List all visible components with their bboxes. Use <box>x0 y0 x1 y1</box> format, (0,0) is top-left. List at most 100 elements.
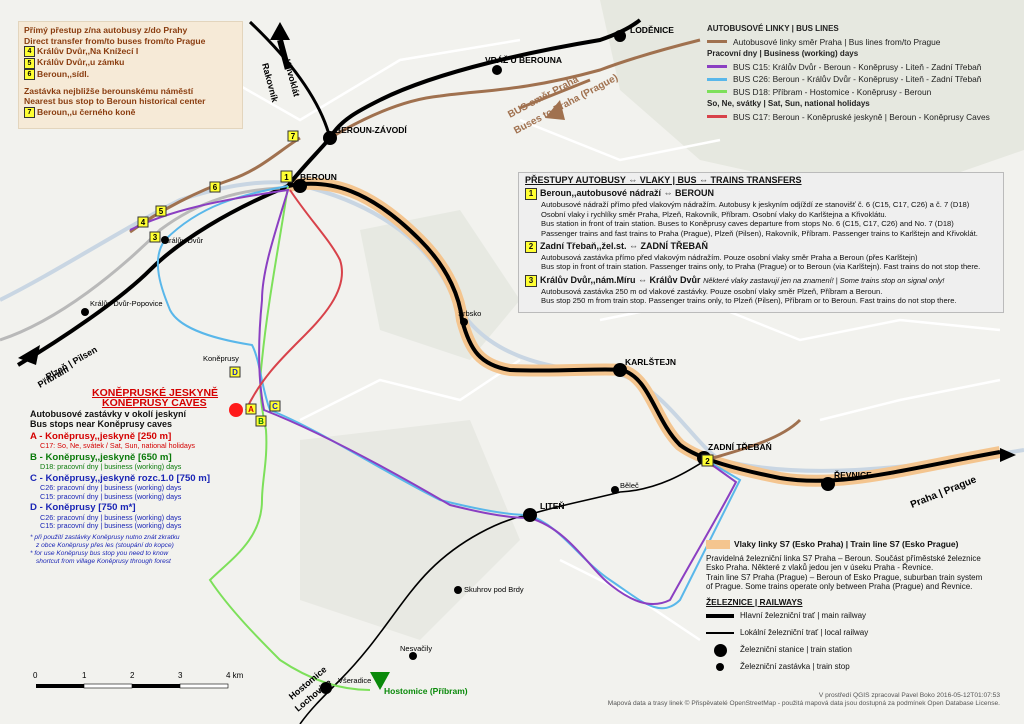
caves-stops-panel: KONĚPRUSKÉ JESKYNĚ KONĚPRUSY CAVES Autob… <box>30 388 260 566</box>
legend-train-station: Železniční stanice | train station <box>706 642 1006 659</box>
railway-legend: Vlaky linky S7 (Esko Praha) | Train line… <box>706 539 1006 676</box>
direction-arrows <box>18 22 1016 690</box>
label-beroun: BEROUN <box>300 172 337 182</box>
caves-stop-a-detail: C17: So, Ne, svátek / Sat, Sun, national… <box>40 441 196 451</box>
bus-prague-brown-zt <box>705 418 802 462</box>
transfer-1-text: Osobní vlaky i rychlíky směr Praha, Plze… <box>541 209 887 219</box>
legend-d18: BUS D18: Příbram - Hostomice - Koněprusy… <box>707 86 1007 99</box>
label-srbsko: Srbsko <box>458 309 481 318</box>
label-skuhrov: Skuhrov pod Brdy <box>464 585 524 594</box>
svg-text:D: D <box>232 368 238 377</box>
label-belec: Běleč <box>620 481 639 490</box>
transfer-1-text: Bus station in front of train station. B… <box>541 219 954 229</box>
svg-text:2: 2 <box>130 671 135 680</box>
bus-lines-legend: AUTOBUSOVÉ LINKY | BUS LINES Autobusové … <box>707 23 1007 123</box>
bus-c17-red <box>245 189 343 411</box>
station-beroun-zavodi <box>323 131 337 145</box>
credit-line: V prostředí QGIS zpracoval Pavel Boko 20… <box>818 692 1000 699</box>
marker-7: 7 <box>287 130 299 142</box>
station-liten <box>523 508 537 522</box>
transfer-1-text: Autobusové nádraží přímo před vlakovým n… <box>541 200 970 210</box>
stations <box>81 30 835 694</box>
svg-text:A: A <box>248 405 254 414</box>
label-kral-dvur: Králův Dvůr <box>164 236 204 245</box>
legend-bus-header: AUTOBUSOVÉ LINKY | BUS LINES <box>707 24 839 33</box>
caves-stop-b-detail: D18: pracovní dny | business (working) d… <box>40 462 182 472</box>
marker-5: 5 <box>155 205 167 217</box>
svg-text:4: 4 <box>141 218 146 227</box>
caves-sub2: Bus stops near Koněprusy caves <box>30 419 173 430</box>
marker-3: 3 <box>149 231 161 243</box>
stop-skuhrov <box>454 586 462 594</box>
legend-holiday-header: So, Ne, svátky | Sat, Sun, national holi… <box>707 99 870 108</box>
bus-c15-purple <box>129 188 738 605</box>
transfer-3-text: Bus stop 250 m from train stop. Passenge… <box>541 296 957 306</box>
tl-line4: Nearest bus stop to Beroun historical ce… <box>24 96 206 107</box>
transfers-title: PŘESTUPY AUTOBUSY ⇔ VLAKY | BUS ⇔ TRAINS… <box>525 175 802 185</box>
stop-belec <box>611 486 619 494</box>
label-liten: LITEŇ <box>540 500 565 511</box>
svg-text:7: 7 <box>291 132 296 141</box>
s7-legend: Vlaky linky S7 (Esko Praha) | Train line… <box>706 539 1006 550</box>
label-popovice: Králův Dvůr-Popovice <box>90 299 163 308</box>
svg-text:B: B <box>258 417 264 426</box>
bus-prague-brown <box>519 78 591 110</box>
label-beroun-zavodi: BEROUN-ZÁVODÍ <box>335 125 407 135</box>
label-nesvacily: Nesvačily <box>400 644 432 653</box>
svg-text:2: 2 <box>705 457 710 466</box>
s7-desc: Train line S7 Praha (Prague) – Beroun of… <box>706 572 983 582</box>
caves-location <box>229 403 243 417</box>
legend-working-header: Pracovní dny | Business (working) days <box>707 49 859 58</box>
transfer-2-text: Bus stop in front of train station. Pass… <box>541 262 981 272</box>
svg-text:6: 6 <box>213 183 218 192</box>
bus-d18-green <box>208 185 371 691</box>
legend-main-railway: Hlavní železniční trať | main railway <box>706 608 1006 625</box>
station-vseradice <box>320 682 332 694</box>
stop-popovice <box>81 308 89 316</box>
label-hostomice-pribram: Hostomice (Příbram) <box>384 686 468 696</box>
caves-stop-d-detail: C15: pracovní dny | business (working) d… <box>40 521 182 531</box>
svg-text:1: 1 <box>284 173 289 182</box>
transfer-2-text: Autobusová zastávka přímo před vlakovým … <box>541 253 918 263</box>
transfer-1-text: Passenger trains and fast trains to Prah… <box>541 228 978 238</box>
label-vseradice: Všeradice <box>338 676 371 685</box>
label-vraz: VRÁŽ U BEROUNA <box>485 54 562 65</box>
s7-desc: Esko Praha. Některé z vlaků jedou jen v … <box>706 563 934 573</box>
stop-nesvacily <box>409 652 417 660</box>
label-zadni-treban: ZADNÍ TŘEBAŇ <box>708 441 772 452</box>
svg-text:C: C <box>272 402 278 411</box>
svg-text:5: 5 <box>159 207 164 216</box>
credits: V prostředí QGIS zpracoval Pavel Boko 20… <box>590 692 1000 709</box>
direct-transfer-panel: Přímý přestup z/na autobusy z/do Prahy D… <box>18 21 243 129</box>
caves-note: z obce Koněprusy přes les (stoupání do k… <box>36 541 174 549</box>
railways-header: ŽELEZNICE | RAILWAYS <box>706 596 803 607</box>
caves-stop-c-detail: C26: pracovní dny | business (working) d… <box>40 483 182 493</box>
caves-sub1: Autobusové zastávky v okolí jeskyní <box>30 408 187 419</box>
station-vraz <box>492 65 502 75</box>
caves-stop-d: D - Koněprusy [750 m*] <box>30 502 136 514</box>
station-beroun <box>293 179 307 193</box>
forest-area <box>600 0 1024 200</box>
scale-bar: 0 1 2 3 4 km <box>33 671 244 689</box>
marker-4: 4 <box>137 216 149 228</box>
marker-6: 6 <box>209 181 221 193</box>
caves-stop-a: A - Koněprusy,,jeskyně [250 m] <box>30 430 172 442</box>
caves-note: * for use Koněprusy bus stop you need to… <box>30 549 169 557</box>
station-karlstejn <box>613 363 627 377</box>
stop-srbsko <box>460 318 468 326</box>
tl-line1: Přímý přestup z/na autobusy z/do Prahy <box>24 25 188 35</box>
caves-note: shortcut from village Koněprusy through … <box>36 557 171 565</box>
label-revnice: ŘEVNICE <box>834 469 872 480</box>
marker-D: D <box>229 366 241 378</box>
marker-A: A <box>245 403 257 415</box>
marker-2: 2 <box>701 454 714 467</box>
legend-train-stop: Železniční zastávka | train stop <box>706 659 1006 676</box>
station-lodenice <box>614 30 626 42</box>
station-revnice <box>821 477 835 491</box>
s7-desc: Pravidelná železniční linka S7 Praha – B… <box>706 553 981 563</box>
